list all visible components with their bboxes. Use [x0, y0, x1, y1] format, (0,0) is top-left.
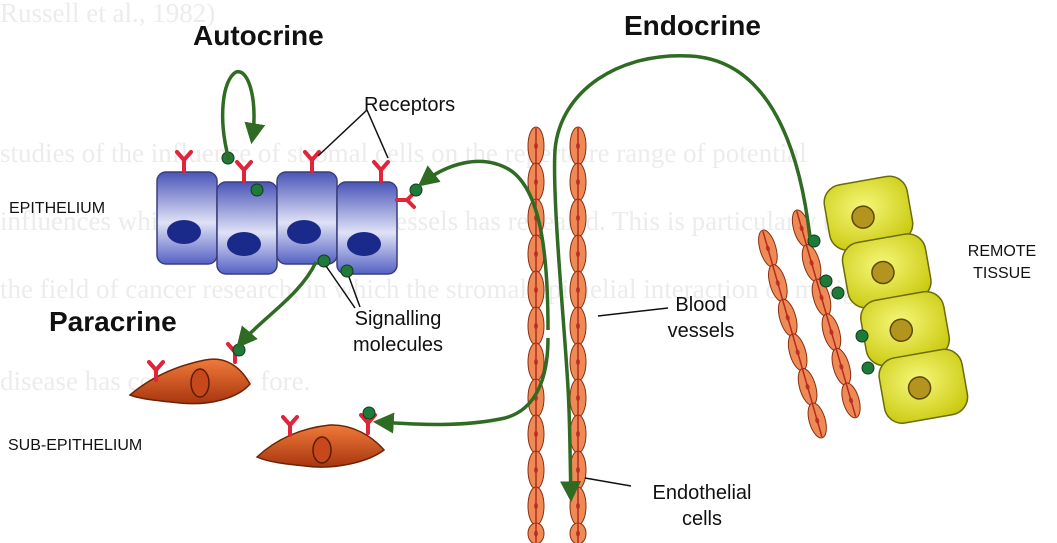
epithelial-cell [337, 182, 397, 274]
endocrine-label: Endocrine [624, 10, 761, 42]
cell-nucleus [167, 220, 201, 244]
paracrine-label: Paracrine [49, 306, 177, 338]
signalling-molecule [363, 407, 375, 419]
cell-nucleus [227, 232, 261, 256]
fibroblast-cell [130, 359, 250, 404]
remote-label-line2: TISSUE [952, 263, 1052, 285]
remote-tissue-label: REMOTE TISSUE [952, 241, 1052, 285]
blood-vessels-label: Blood vessels [651, 292, 751, 344]
leader-lines [318, 110, 668, 486]
signalling-label-line1: Signalling [333, 306, 463, 332]
autocrine-label: Autocrine [193, 20, 324, 52]
endothelial-label-line1: Endothelial [637, 480, 767, 506]
endothelial-cells-label: Endothelial cells [637, 480, 767, 532]
endothelial-label-line2: cells [637, 506, 767, 532]
epithelium-cells [157, 172, 397, 274]
signalling-label-line2: molecules [333, 332, 463, 358]
cell-nucleus [313, 437, 331, 463]
receptors-label: Receptors [364, 92, 455, 118]
epithelial-cell [277, 172, 337, 264]
remote-label-line1: REMOTE [952, 241, 1052, 263]
signalling-molecules-label: Signalling molecules [333, 306, 463, 358]
epithelial-cell [217, 182, 277, 274]
signalling-molecule [233, 344, 245, 356]
epithelium-label: EPITHELIUM [9, 200, 105, 218]
blood-label-line1: Blood [651, 292, 751, 318]
cell-nucleus [347, 232, 381, 256]
blood-label-line2: vessels [651, 318, 751, 344]
autocrine-arrow [223, 72, 254, 160]
blood-vessel-central [528, 127, 586, 543]
cell-nucleus [287, 220, 321, 244]
cell-nucleus [191, 369, 209, 397]
epithelial-cell [157, 172, 217, 264]
fibroblast-cells [130, 359, 384, 467]
sub-epithelium-label: SUB-EPITHELIUM [8, 437, 142, 455]
